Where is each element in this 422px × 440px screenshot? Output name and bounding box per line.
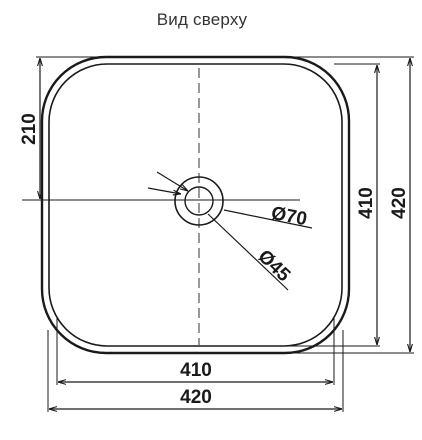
view-title: Вид сверху xyxy=(156,10,248,29)
drain xyxy=(174,176,224,226)
dim-text-diameter-45: Ø45 xyxy=(254,246,295,286)
drain-diameter-leaders xyxy=(147,171,313,291)
sink-outer-rim xyxy=(40,55,351,355)
dim-text-420-horizontal: 420 xyxy=(180,387,212,408)
dimension-lines xyxy=(40,58,410,409)
dim-text-410-vertical: 410 xyxy=(356,187,377,219)
dim-text-410-horizontal: 410 xyxy=(180,360,212,381)
drain-outer-circle xyxy=(174,176,224,226)
sink-outline xyxy=(40,55,351,355)
dim-text-210: 210 xyxy=(19,113,40,145)
dim-text-420-vertical: 420 xyxy=(389,187,410,219)
dim-text-diameter-70: Ø70 xyxy=(269,203,308,230)
sink-inner-rim xyxy=(48,63,343,347)
extension-lines xyxy=(36,56,414,412)
drain-inner-circle xyxy=(184,186,214,216)
